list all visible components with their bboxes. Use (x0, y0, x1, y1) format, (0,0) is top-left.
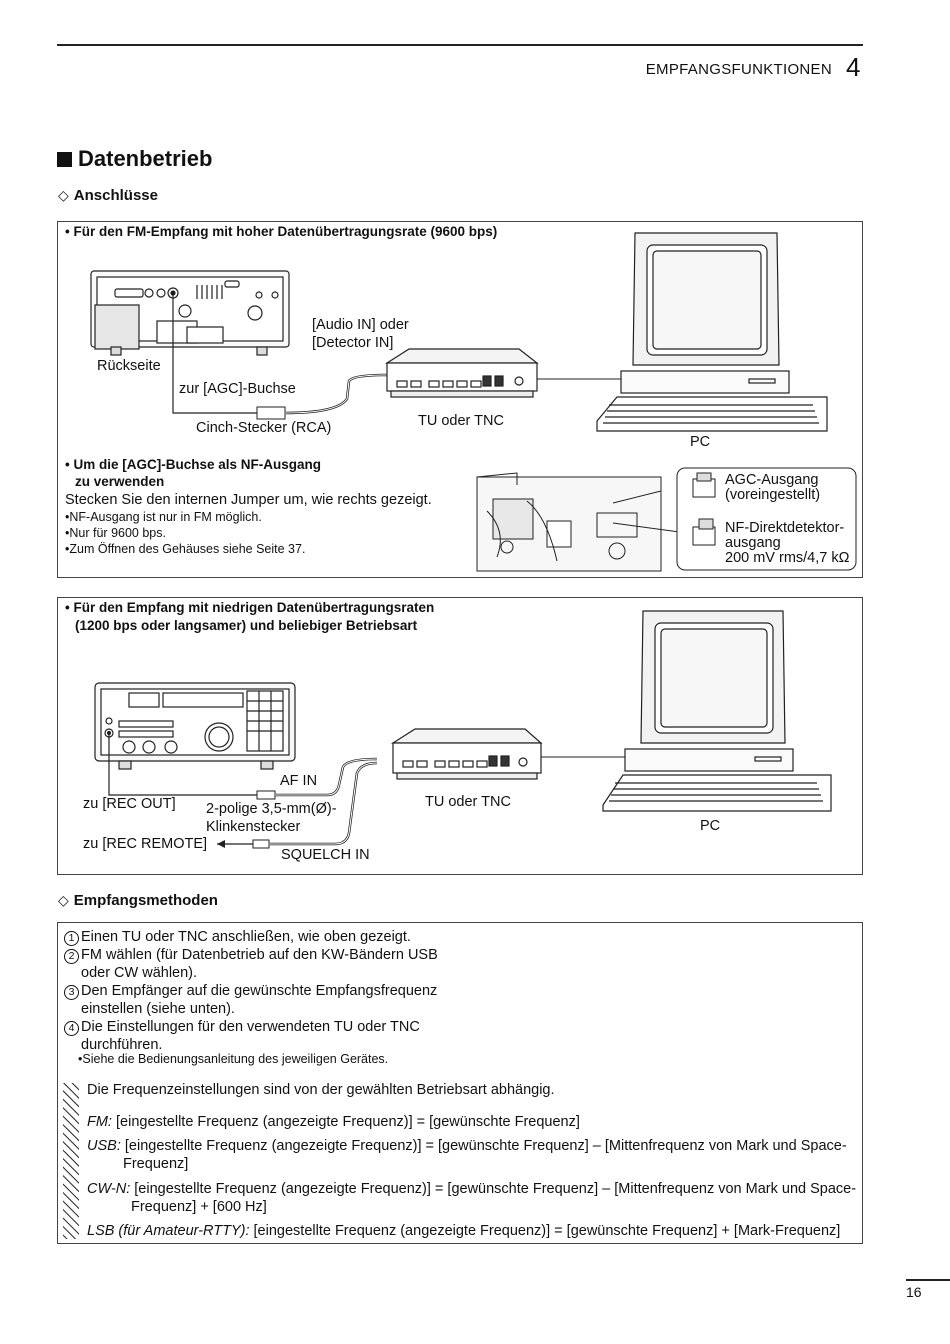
diamond-icon: ◇ (58, 187, 69, 203)
label-tu-1: TU oder TNC (418, 413, 504, 429)
label-rec-remote: zu [REC REMOTE] (83, 836, 208, 852)
panel1-diagram (90, 232, 857, 572)
cwn-text-1: [eingestellte Frequenz (angezeigte Frequ… (134, 1181, 857, 1197)
panel2-heading-1: • Für den Empfang mit niedrigen Datenübe… (65, 600, 435, 615)
cwn-label: CW-N: (87, 1181, 131, 1197)
section-title-text: Datenbetrieb (78, 146, 213, 171)
usb-label: USB: (87, 1138, 121, 1154)
pc-illustration (596, 232, 828, 432)
nf-out-3: 200 mV rms/4,7 kΩ (725, 550, 850, 566)
section-title: Datenbetrieb (57, 146, 212, 172)
label-tu-2: TU oder TNC (425, 794, 511, 810)
sub-note-text: Siehe die Bedienungsanleitung des jeweil… (82, 1052, 389, 1066)
usb-line: USB: [eingestellte Frequenz (angezeigte … (87, 1137, 847, 1155)
agc-text: Stecken Sie den internen Jumper um, wie … (65, 492, 432, 508)
lsb-text: [eingestellte Frequenz (angezeigte Frequ… (253, 1223, 841, 1239)
usb-text-2: Frequenz] (123, 1156, 189, 1172)
methods-box (57, 922, 863, 1244)
nf-out-2: ausgang (725, 535, 781, 551)
square-bullet-icon (57, 151, 72, 167)
label-rca: Cinch-Stecker (RCA) (196, 420, 332, 436)
agc-note-1: •NF-Ausgang ist nur in FM möglich. (65, 510, 262, 524)
footer-rule (906, 1279, 950, 1281)
step-1-text: Einen TU oder TNC anschließen, wie oben … (81, 929, 411, 945)
step-1-number: 1 (64, 931, 79, 946)
label-plug-1: 2-polige 3,5-mm(Ø)- (206, 801, 337, 817)
sub-note: •Siehe die Bedienungsanleitung des jewei… (78, 1052, 389, 1066)
panel2-heading-2: (1200 bps oder langsamer) und beliebiger… (75, 618, 418, 633)
lsb-label: LSB (für Amateur-RTTY): (87, 1223, 250, 1239)
label-plug-2: Klinkenstecker (206, 819, 301, 835)
nf-out-1: NF-Direktdetektor- (725, 520, 845, 536)
chapter-number: 4 (846, 52, 861, 82)
chapter-title: EMPFANGSFUNKTIONEN (645, 61, 832, 78)
label-rec-out: zu [REC OUT] (83, 796, 176, 812)
receiver-front-illustration (94, 682, 296, 770)
connections-title-text: Anschlüsse (73, 187, 158, 204)
methods-title: ◇ Empfangsmethoden (58, 892, 218, 909)
cwn-text-2: Frequenz] + [600 Hz] (131, 1199, 267, 1215)
receiver-rear-illustration (90, 270, 290, 356)
panel1-heading: • Für den FM-Empfang mit hoher Datenüber… (65, 224, 498, 239)
label-squelch: SQUELCH IN (281, 847, 370, 863)
panel1-heading-text: Für den FM-Empfang mit hoher Datenübertr… (73, 224, 498, 239)
methods-title-text: Empfangsmethoden (73, 892, 218, 909)
agc-note-3-text: Zum Öffnen des Gehäuses siehe Seite 37. (69, 542, 306, 556)
pc-illustration-2 (602, 610, 832, 812)
label-audio-in-2: [Detector IN] (312, 335, 394, 351)
step-3-number: 3 (64, 985, 79, 1000)
jumper-icons (692, 472, 716, 546)
tnc-box-illustration-2 (390, 728, 543, 780)
page-number: 16 (906, 1284, 922, 1300)
connections-title: ◇ Anschlüsse (58, 187, 158, 204)
step-2-text: FM wählen (für Datenbetrieb auf den KW-B… (81, 947, 438, 963)
agc-note-2-text: Nur für 9600 bps. (69, 526, 166, 540)
label-pc-1: PC (690, 434, 711, 450)
agc-out-1: AGC-Ausgang (725, 472, 819, 488)
label-af-in: AF IN (280, 773, 318, 789)
agc-note-3: •Zum Öffnen des Gehäuses siehe Seite 37. (65, 542, 306, 556)
agc-note-2: •Nur für 9600 bps. (65, 526, 166, 540)
agc-heading-1-text: Um die [AGC]-Buchse als NF-Ausgang (73, 457, 322, 472)
label-pc-2: PC (700, 818, 721, 834)
fm-line: FM: [eingestellte Frequenz (angezeigte F… (87, 1113, 580, 1131)
lsb-line: LSB (für Amateur-RTTY): [eingestellte Fr… (87, 1222, 840, 1240)
internal-view-illustration (476, 472, 688, 572)
freq-intro: Die Frequenzeinstellungen sind von der g… (87, 1082, 555, 1098)
fm-text: [eingestellte Frequenz (angezeigte Frequ… (116, 1114, 580, 1130)
step-4-line2: durchführen. (81, 1037, 163, 1053)
note-hatch-icon (63, 1083, 79, 1239)
step-2-number: 2 (64, 949, 79, 964)
label-audio-in-1: [Audio IN] oder (312, 317, 409, 333)
tnc-box-illustration (384, 348, 539, 398)
cwn-line: CW-N: [eingestellte Frequenz (angezeigte… (87, 1180, 856, 1198)
agc-heading-2: zu verwenden (75, 474, 165, 489)
panel2-heading-1-text: Für den Empfang mit niedrigen Datenübert… (73, 600, 435, 615)
jumper-callout-box (676, 467, 857, 571)
step-4-number: 4 (64, 1021, 79, 1036)
agc-heading-1: • Um die [AGC]-Buchse als NF-Ausgang (65, 457, 322, 472)
label-rear: Rückseite (97, 358, 161, 374)
usb-text-1: [eingestellte Frequenz (angezeigte Frequ… (124, 1138, 847, 1154)
step-4-text: Die Einstellungen für den verwendeten TU… (81, 1019, 420, 1035)
fm-label: FM: (87, 1114, 112, 1130)
panel-high-speed (57, 221, 863, 578)
step-3-text: Den Empfänger auf die gewünschte Empfang… (81, 983, 438, 999)
panel-low-speed (57, 597, 863, 875)
step-3-line2: einstellen (siehe unten). (81, 1001, 235, 1017)
diamond-icon: ◇ (58, 892, 69, 908)
agc-note-1-text: NF-Ausgang ist nur in FM möglich. (69, 510, 262, 524)
panel2-diagram (94, 610, 832, 849)
header-rule (57, 44, 863, 46)
step-2-line2: oder CW wählen). (81, 965, 198, 981)
label-agc-jack: zur [AGC]-Buchse (179, 381, 296, 397)
agc-out-2: (voreingestellt) (725, 487, 821, 503)
